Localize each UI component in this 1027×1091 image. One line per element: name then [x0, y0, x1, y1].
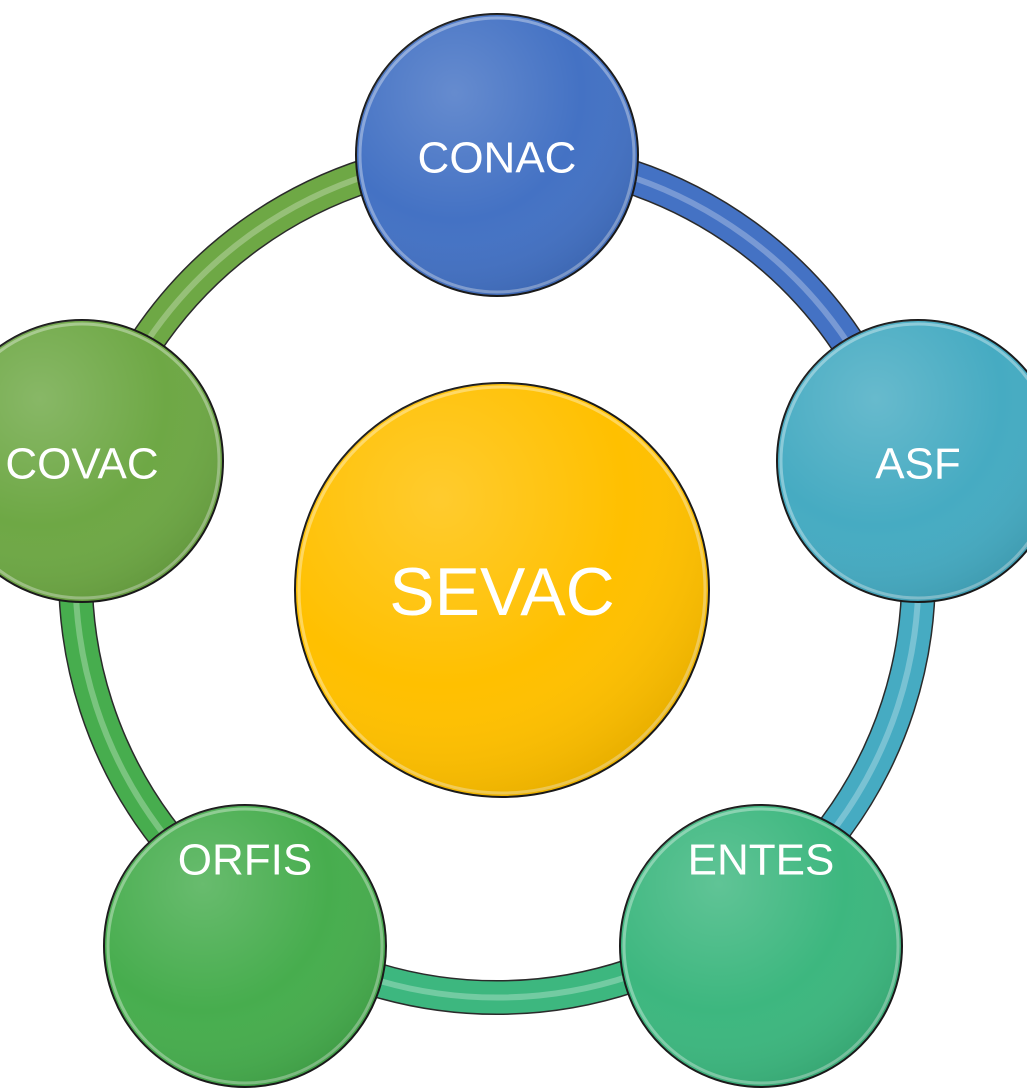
node-label-covac: COVAC [5, 440, 158, 489]
node-label-orfis: ORFIS [178, 836, 312, 885]
center-label: SEVAC [389, 554, 614, 630]
node-covac: COVAC [0, 319, 224, 603]
center-node-sevac: SEVAC [294, 382, 710, 798]
node-label-entes: ENTES [688, 836, 835, 885]
node-conac: CONAC [355, 13, 639, 297]
node-asf: ASF [776, 319, 1027, 603]
node-label-asf: ASF [875, 440, 961, 489]
node-orfis: ORFIS [103, 804, 387, 1088]
node-label-conac: CONAC [418, 134, 577, 183]
node-entes: ENTES [619, 804, 903, 1088]
